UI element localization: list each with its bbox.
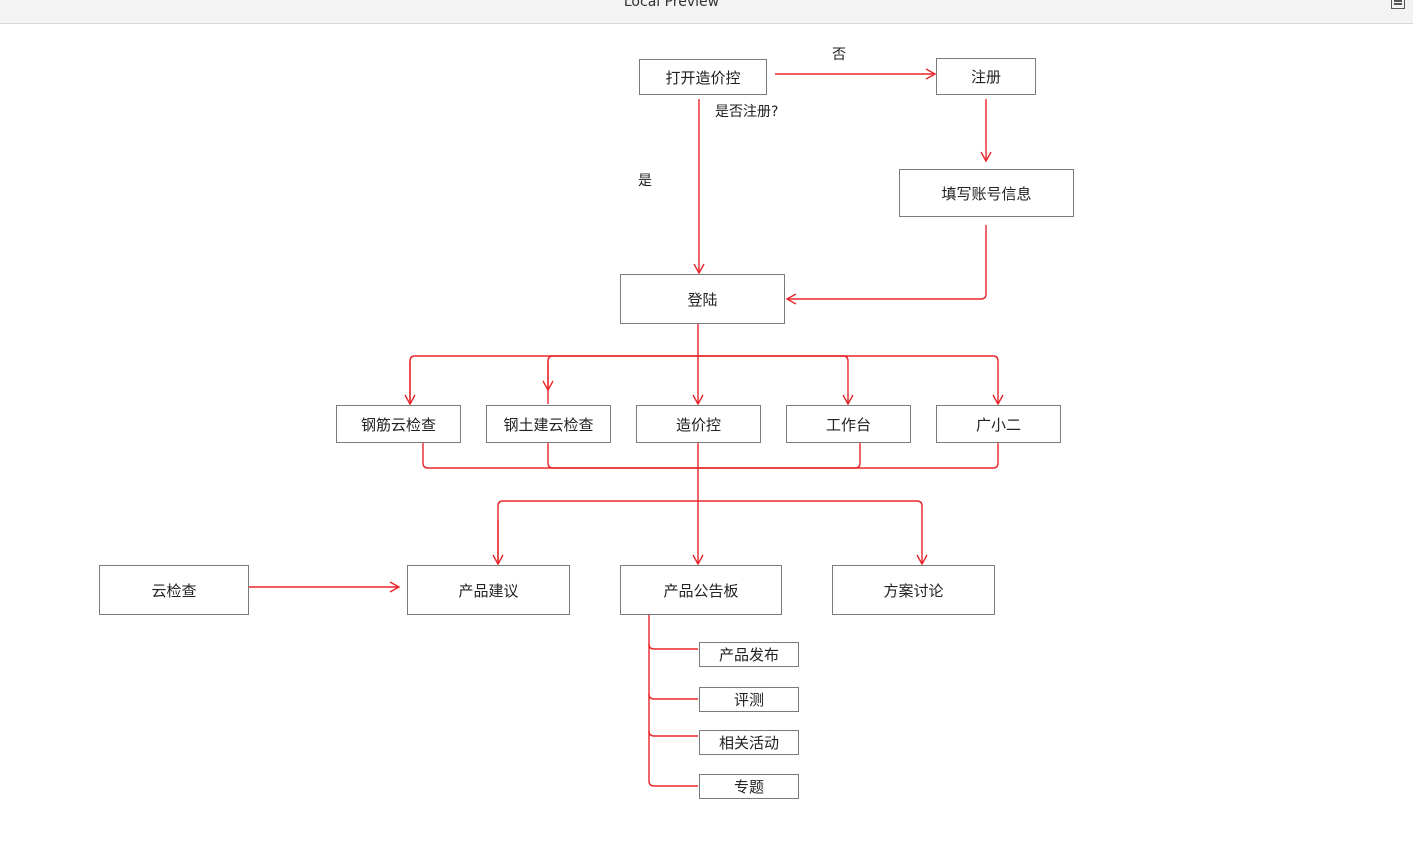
node-civil-cloud-check[interactable]: 钢土建云检查 bbox=[486, 405, 611, 443]
node-cost-control[interactable]: 造价控 bbox=[636, 405, 761, 443]
node-solution-discussion[interactable]: 方案讨论 bbox=[832, 565, 995, 615]
edge-label-yes: 是 bbox=[638, 173, 652, 189]
node-evaluation[interactable]: 评测 bbox=[699, 687, 799, 712]
edge-fill-to-login bbox=[785, 225, 987, 305]
node-topic[interactable]: 专题 bbox=[699, 774, 799, 799]
node-product-release[interactable]: 产品发布 bbox=[699, 642, 799, 667]
node-login[interactable]: 登陆 bbox=[620, 274, 785, 324]
node-product-board[interactable]: 产品公告板 bbox=[620, 565, 782, 615]
edge-distribution-bus bbox=[497, 500, 928, 566]
node-open-app[interactable]: 打开造价控 bbox=[639, 59, 767, 95]
edge-label-is-registered: 是否注册? bbox=[715, 104, 779, 120]
edge-board-evaluation bbox=[648, 693, 698, 700]
node-guang-xiao-er[interactable]: 广小二 bbox=[936, 405, 1061, 443]
edge-merge-bus-inner bbox=[547, 443, 861, 469]
document-list-icon[interactable] bbox=[1391, 0, 1405, 9]
node-product-suggestion[interactable]: 产品建议 bbox=[407, 565, 570, 615]
edge-module-bus bbox=[409, 355, 1004, 406]
node-register[interactable]: 注册 bbox=[936, 58, 1036, 95]
node-workbench[interactable]: 工作台 bbox=[786, 405, 911, 443]
node-cloud-check[interactable]: 云检查 bbox=[99, 565, 249, 615]
title-bar: Local Preview bbox=[0, 0, 1413, 24]
node-fill-account[interactable]: 填写账号信息 bbox=[899, 169, 1074, 217]
node-rebar-cloud-check[interactable]: 钢筋云检查 bbox=[336, 405, 461, 443]
edge-merge-bus-outer bbox=[422, 443, 999, 469]
window-title: Local Preview bbox=[623, 0, 720, 10]
edge-bus-civil bbox=[547, 355, 854, 406]
edge-label-no: 否 bbox=[832, 47, 846, 63]
edge-board-activities bbox=[648, 730, 698, 737]
edge-board-release bbox=[648, 643, 698, 650]
edge-board-subtree bbox=[648, 615, 698, 787]
node-related-activities[interactable]: 相关活动 bbox=[699, 730, 799, 755]
